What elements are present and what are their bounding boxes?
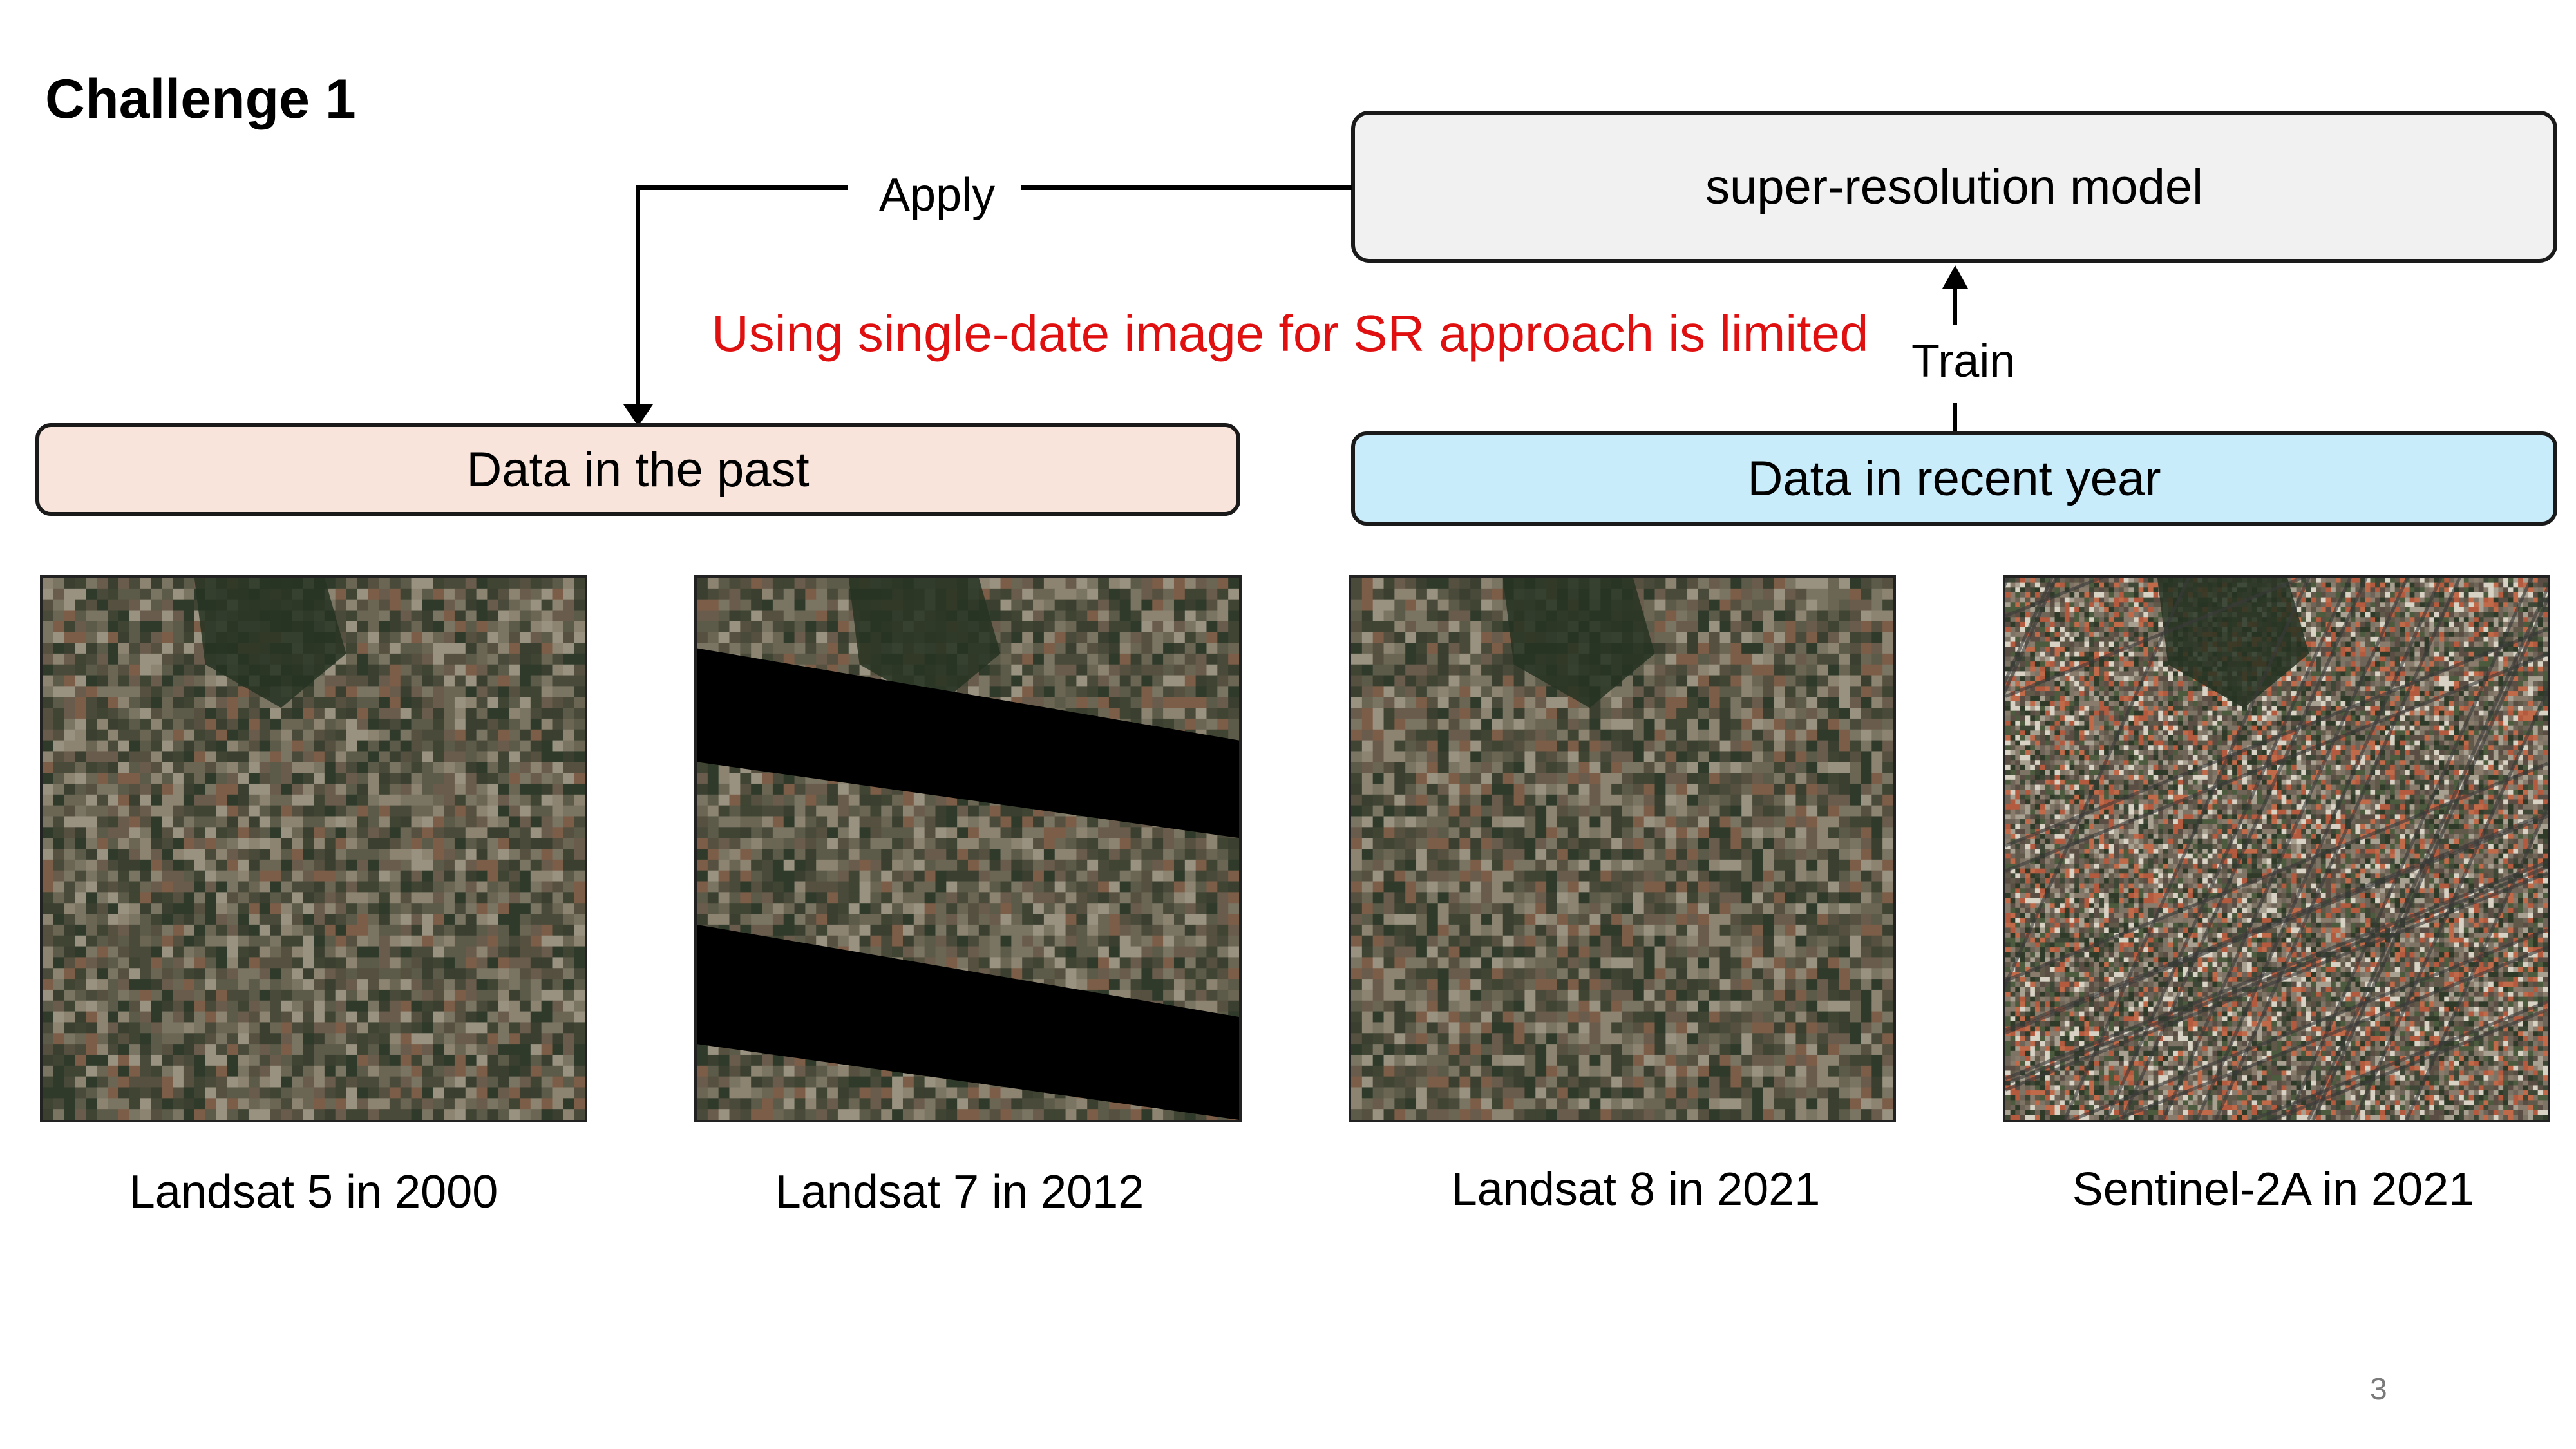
landsat-5-image — [40, 575, 587, 1122]
landsat-8-caption: Landsat 8 in 2021 — [1451, 1164, 1821, 1215]
data-in-recent-year-box: Data in recent year — [1351, 431, 2557, 526]
limitation-note: Using single-date image for SR approach … — [712, 305, 1869, 362]
train-connector-upper — [1953, 287, 1957, 325]
sentinel-2a-caption: Sentinel-2A in 2021 — [2072, 1164, 2475, 1215]
apply-connector-horizontal-left — [636, 185, 848, 190]
apply-connector-horizontal-right — [1021, 185, 1352, 190]
train-connector-lower — [1953, 402, 1957, 433]
sentinel-2a-image — [2003, 575, 2550, 1122]
train-label: Train — [1911, 336, 2016, 387]
model-box-label: super-resolution model — [1705, 159, 2204, 214]
data-in-the-past-box: Data in the past — [35, 423, 1240, 516]
landsat-7-image — [694, 575, 1242, 1122]
super-resolution-model-box: super-resolution model — [1351, 111, 2557, 263]
landsat-8-image — [1349, 575, 1896, 1122]
page-number: 3 — [2370, 1372, 2387, 1406]
apply-label: Apply — [879, 169, 996, 221]
train-arrowhead-icon — [1942, 265, 1968, 289]
slide-title: Challenge 1 — [45, 68, 356, 130]
recent-box-label: Data in recent year — [1747, 451, 2161, 506]
apply-arrowhead-icon — [623, 404, 653, 426]
past-box-label: Data in the past — [466, 442, 810, 497]
landsat-7-caption: Landsat 7 in 2012 — [775, 1166, 1144, 1218]
apply-connector-vertical — [636, 185, 640, 408]
landsat-5-caption: Landsat 5 in 2000 — [129, 1166, 498, 1218]
